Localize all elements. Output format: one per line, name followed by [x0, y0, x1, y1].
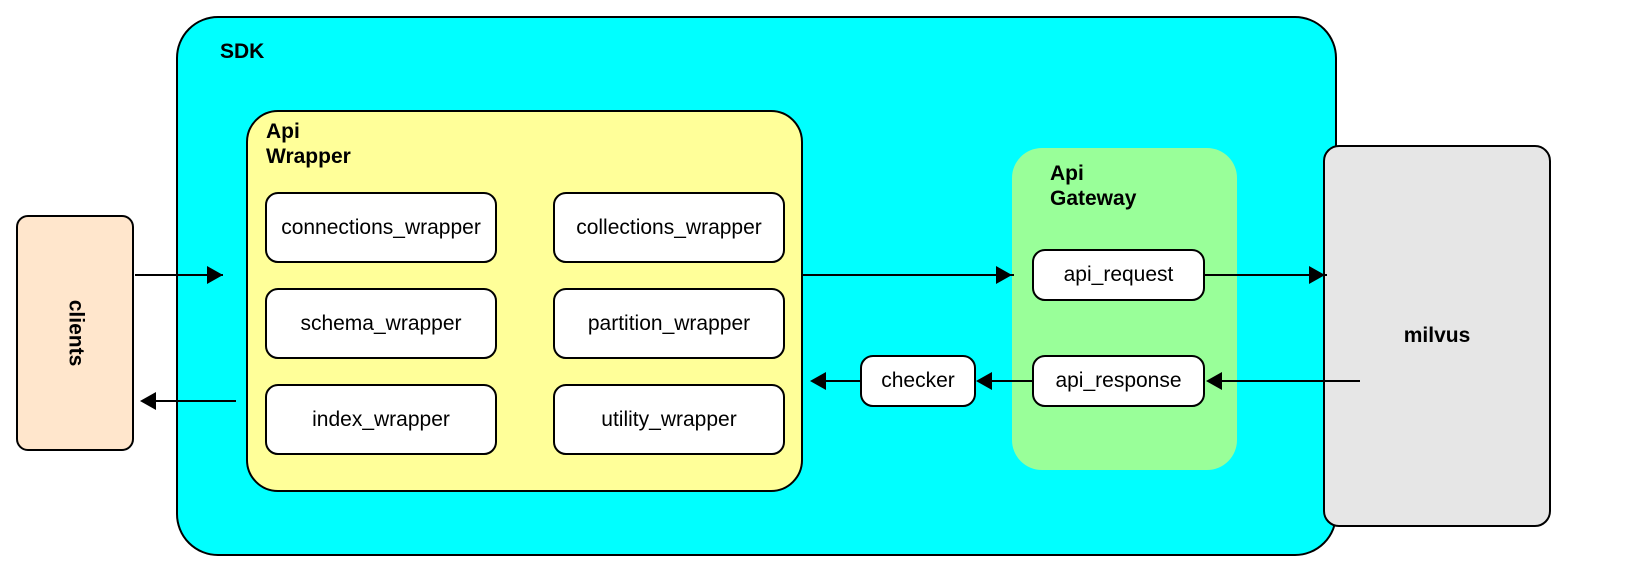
node-utility-wrapper-label: utility_wrapper	[601, 407, 737, 431]
node-api-response-label: api_response	[1055, 369, 1182, 392]
node-api-response[interactable]: api_response	[1032, 355, 1205, 407]
edge-api-request-to-milvus	[1205, 274, 1327, 276]
arrowhead-left-icon	[140, 392, 156, 410]
node-clients[interactable]: clients	[16, 215, 134, 451]
arrowhead-right-icon	[996, 266, 1012, 284]
node-checker[interactable]: checker	[860, 355, 976, 407]
container-api-wrapper-label: Api Wrapper	[266, 120, 351, 168]
node-partition-wrapper-label: partition_wrapper	[587, 311, 751, 335]
node-connections-wrapper[interactable]: connections_wrapper	[265, 192, 497, 263]
edge-clients-to-api-wrapper	[135, 274, 223, 276]
node-utility-wrapper[interactable]: utility_wrapper	[553, 384, 785, 455]
node-api-request-label: api_request	[1063, 263, 1174, 286]
container-api-gateway[interactable]: Api Gateway	[1012, 148, 1237, 470]
node-collections-wrapper[interactable]: collections_wrapper	[553, 192, 785, 263]
node-checker-label: checker	[881, 369, 955, 392]
arrowhead-right-icon	[1309, 266, 1325, 284]
node-api-request[interactable]: api_request	[1032, 249, 1205, 301]
arrowhead-left-icon	[1206, 372, 1222, 390]
container-api-gateway-label: Api Gateway	[1050, 162, 1137, 210]
edge-api-wrapper-to-api-gateway	[802, 274, 1014, 276]
arrowhead-right-icon	[207, 266, 223, 284]
node-milvus-label: milvus	[1403, 324, 1471, 347]
arrowhead-left-icon	[976, 372, 992, 390]
node-clients-label: clients	[64, 299, 87, 367]
node-connections-wrapper-label: connections_wrapper	[281, 215, 481, 239]
container-sdk-label: SDK	[220, 40, 265, 63]
edge-api-response-to-checker	[982, 380, 1032, 382]
node-index-wrapper-label: index_wrapper	[312, 407, 450, 431]
node-collections-wrapper-label: collections_wrapper	[576, 215, 762, 239]
node-schema-wrapper-label: schema_wrapper	[300, 311, 462, 335]
arrowhead-left-icon	[810, 372, 826, 390]
node-index-wrapper[interactable]: index_wrapper	[265, 384, 497, 455]
edge-api-wrapper-to-clients	[146, 400, 236, 402]
edge-milvus-to-api-response	[1212, 380, 1360, 382]
node-schema-wrapper[interactable]: schema_wrapper	[265, 288, 497, 359]
node-milvus[interactable]: milvus	[1323, 145, 1551, 527]
node-partition-wrapper[interactable]: partition_wrapper	[553, 288, 785, 359]
edge-checker-to-api-wrapper	[816, 380, 862, 382]
